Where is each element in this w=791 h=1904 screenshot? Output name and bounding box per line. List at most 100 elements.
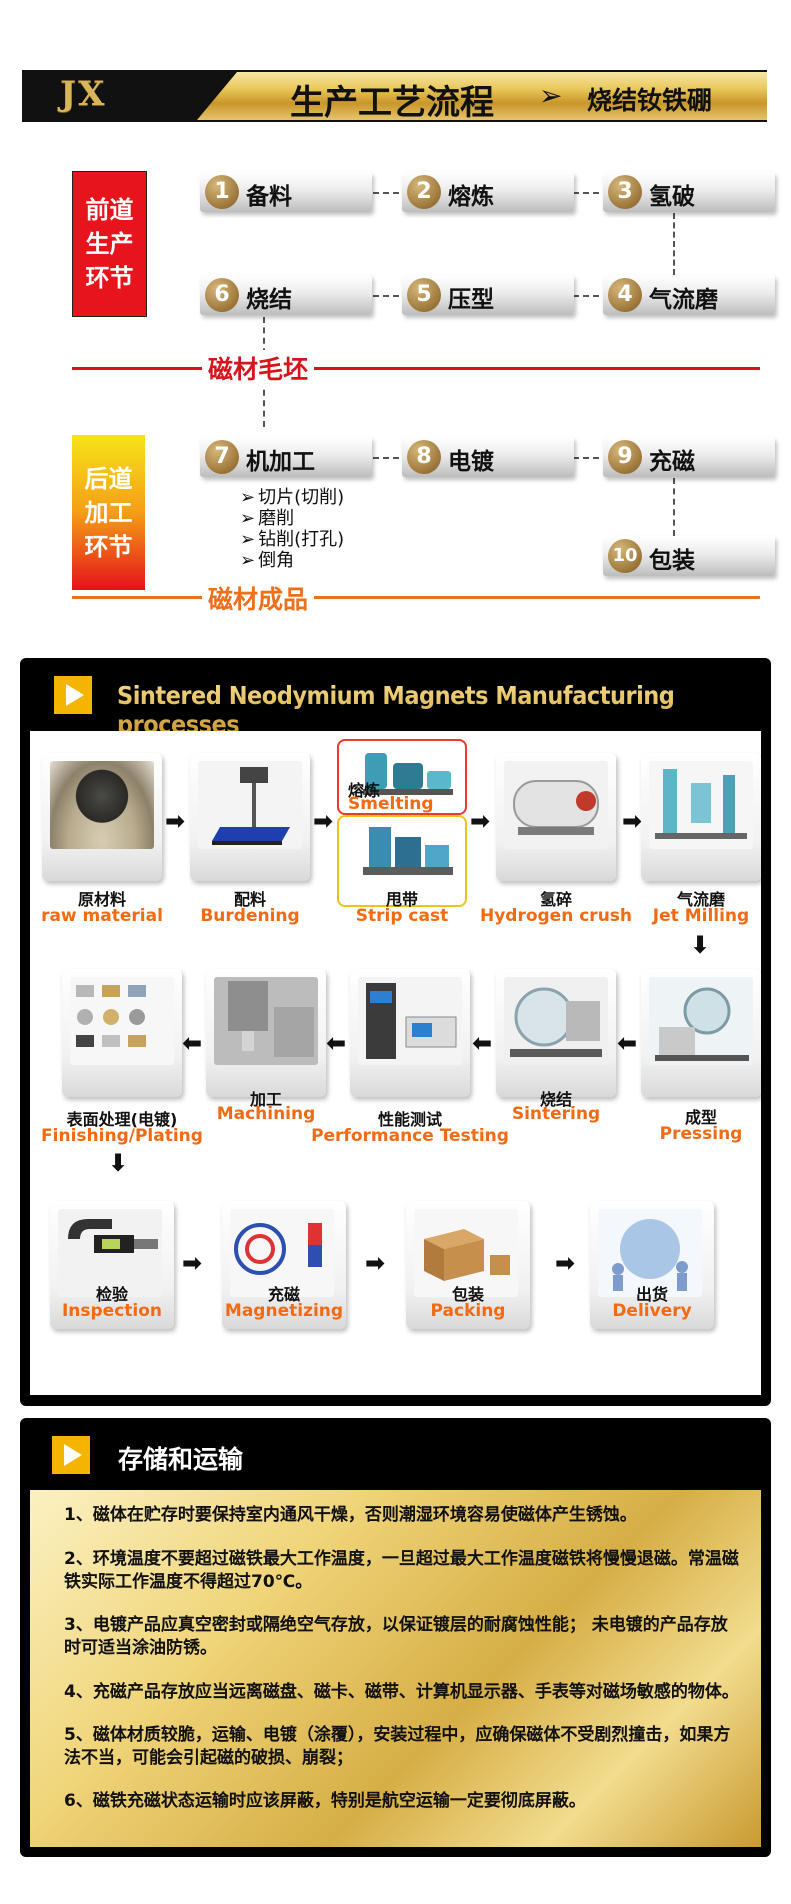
jet-mill-image	[649, 761, 753, 849]
machining-item: 钻削(打孔)	[240, 529, 344, 550]
caption-cn: 表面处理(电镀)	[66, 1110, 178, 1129]
step-label: 电镀	[448, 449, 494, 475]
step-number: 10	[608, 539, 642, 573]
arrow-right-icon: ➡	[555, 1249, 576, 1277]
caption-cn: 出货	[635, 1285, 668, 1304]
step-label: 包装	[649, 548, 695, 574]
step-4: 4 气流磨	[603, 275, 775, 315]
step-number: 8	[407, 440, 441, 474]
arrow-right-icon: ➡	[622, 807, 643, 835]
back-stage-line: 加工	[84, 498, 133, 527]
caption-cn: 气流磨	[676, 890, 725, 909]
caption-cn: 熔炼	[348, 781, 381, 800]
card-burdening	[190, 753, 310, 881]
arrow-down-icon: ⬇	[690, 931, 711, 959]
arrow-right-icon: ➡	[182, 1249, 203, 1277]
boxes-image	[414, 1209, 518, 1297]
flow-connector	[373, 192, 409, 194]
note-item: 1、磁体在贮存时要保持室内通风干燥，否则潮湿环境容易使磁体产生锈蚀。	[64, 1505, 637, 1525]
machining-sublist: 切片(切削) 磨削 钻削(打孔) 倒角	[240, 487, 344, 571]
storage-transport-panel: 存储和运输 1、磁体在贮存时要保持室内通风干燥，否则潮湿环境容易使磁体产生锈蚀。…	[20, 1418, 771, 1857]
arrow-left-icon: ⬅	[617, 1029, 638, 1057]
play-icon	[54, 676, 92, 714]
caption-cn: 加工	[249, 1090, 282, 1109]
play-icon	[52, 1436, 90, 1474]
flow-connector	[673, 478, 675, 536]
smelting-image	[363, 753, 453, 795]
arrow-right-icon: ➡	[313, 807, 334, 835]
note-item: 4、充磁产品存放应当远离磁盘、磁卡、磁带、计算机显示器、手表等对磁场敏感的物体。	[64, 1682, 739, 1702]
back-stage-label: 后道 加工 环节	[72, 435, 145, 590]
strip-cast-highlight	[337, 815, 467, 907]
globe-people-image	[598, 1209, 702, 1297]
caption-en: Strip cast	[355, 906, 449, 926]
card-magnetizing	[222, 1201, 346, 1329]
caption-en: Pressing	[659, 1124, 743, 1144]
hydrogen-furnace-image	[504, 761, 608, 849]
arrow-down-icon: ⬇	[108, 1149, 129, 1177]
step-7: 7 机加工	[200, 437, 372, 477]
step-label: 熔炼	[448, 184, 494, 210]
card-pressing	[641, 969, 761, 1097]
caption-en: Machining	[216, 1104, 316, 1124]
arrow-left-icon: ⬅	[472, 1029, 493, 1057]
caption-cn: 原材料	[77, 890, 126, 909]
flow-connector	[573, 457, 609, 459]
caption-en: Burdening	[200, 906, 300, 926]
scale-image	[198, 761, 302, 849]
arrow-right-icon: ➡	[365, 1249, 386, 1277]
strip-cast-image	[363, 827, 453, 875]
back-stage-line: 环节	[84, 532, 133, 561]
caption-en: Delivery	[612, 1301, 692, 1321]
card-inspection	[50, 1201, 174, 1329]
flow-connector	[373, 457, 409, 459]
step-5: 5 压型	[402, 275, 574, 315]
caption-cn: 甩带	[385, 890, 418, 909]
arrow-left-icon: ⬅	[326, 1029, 347, 1057]
storage-notes: 1、磁体在贮存时要保持室内通风干燥，否则潮湿环境容易使磁体产生锈蚀。 2、环境温…	[30, 1490, 761, 1847]
step-number: 5	[407, 278, 441, 312]
card-raw-material	[42, 753, 162, 881]
jx-logo: JX	[60, 74, 107, 114]
process-flow-header: JX 生产工艺流程 ➢ 烧结钕铁硼	[22, 70, 767, 122]
caption-en: Performance Testing	[311, 1126, 509, 1146]
step-label: 烧结	[246, 287, 292, 313]
card-packing	[406, 1201, 530, 1329]
front-stage-line: 生产	[85, 230, 134, 258]
page-subtitle: 烧结钕铁硼	[587, 86, 713, 115]
caption-cn: 配料	[233, 890, 266, 909]
caption-cn: 包装	[451, 1285, 484, 1304]
magnetizing-image	[230, 1209, 334, 1297]
back-stage-line: 后道	[84, 464, 133, 493]
caption-cn: 烧结	[539, 1090, 572, 1109]
note-item: 6、磁铁充磁状态运输时应该屏蔽，特别是航空运输一定要彻底屏蔽。	[64, 1791, 586, 1811]
step-3: 3 氢破	[603, 172, 775, 212]
sintering-furnace-image	[504, 977, 608, 1065]
machining-item: 切片(切削)	[240, 487, 344, 508]
card-delivery	[590, 1201, 714, 1329]
card-machining	[206, 969, 326, 1097]
manufacturing-process-panel: Sintered Neodymium Magnets Manufacturing…	[20, 658, 771, 1406]
arrow-right-icon: ➡	[470, 807, 491, 835]
caption-cn: 成型	[684, 1108, 717, 1127]
caption-en: Magnetizing	[224, 1301, 344, 1321]
card-hydrogen-crush	[496, 753, 616, 881]
front-stage-line: 前道	[85, 196, 134, 224]
testing-equipment-image	[358, 977, 462, 1065]
card-sintering	[496, 969, 616, 1097]
finished-label: 磁材成品	[202, 580, 315, 616]
step-number: 2	[407, 175, 441, 209]
step-10: 10 包装	[603, 536, 775, 576]
machining-item: 倒角	[240, 550, 344, 571]
note-item: 3、电镀产品应真空密封或隔绝空气存放，以保证镀层的耐腐蚀性能； 未电镀的产品存放…	[64, 1615, 728, 1658]
step-label: 充磁	[649, 449, 695, 475]
press-image	[649, 977, 753, 1065]
step-number: 4	[608, 278, 642, 312]
plated-magnets-image	[70, 977, 174, 1065]
finished-divider	[72, 596, 760, 599]
caption-cn: 性能测试	[377, 1110, 442, 1129]
flow-connector	[673, 213, 675, 275]
caption-en: Hydrogen crush	[479, 906, 633, 926]
process-grid: 原材料 raw material ➡ 配料 Burdening ➡ 熔炼 Sme…	[30, 731, 761, 1395]
step-number: 1	[205, 175, 239, 209]
